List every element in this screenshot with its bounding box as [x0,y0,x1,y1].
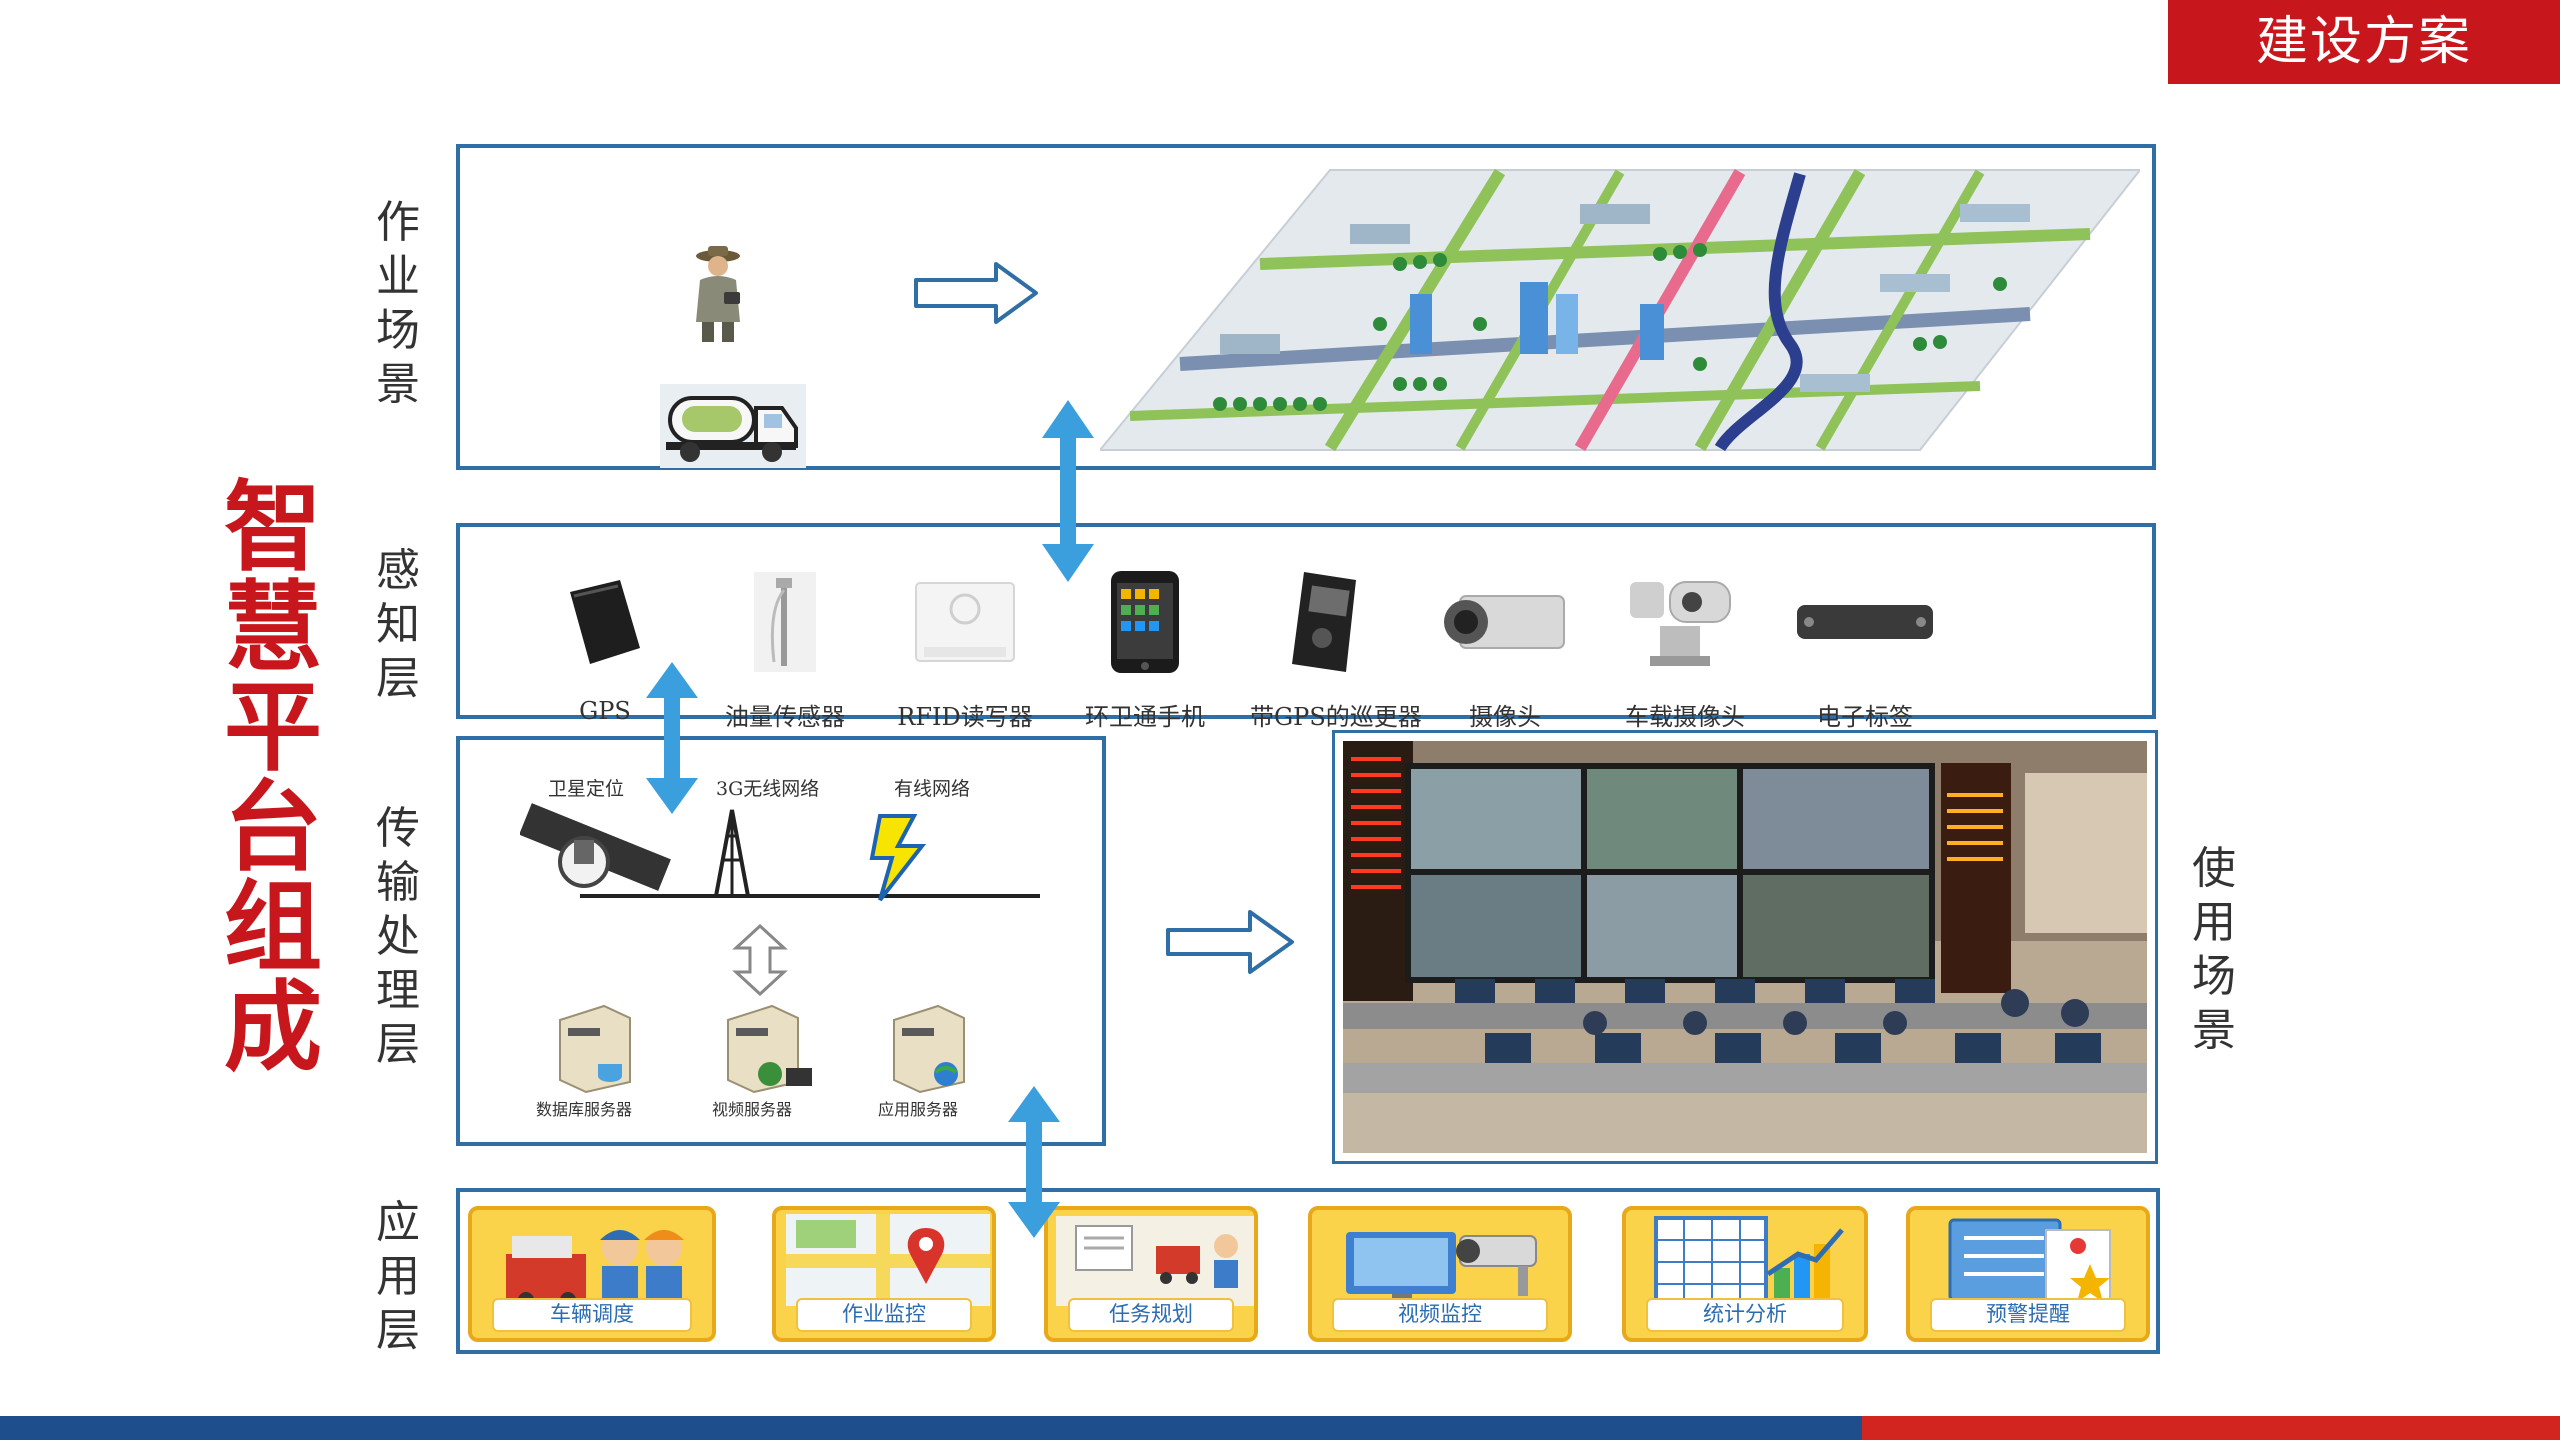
app-statistics[interactable]: 统计分析 [1622,1206,1868,1342]
camera-icon [1444,595,1565,649]
transmission-panel: 卫星定位 3G无线网络 有线网络 [456,736,1106,1146]
right-arrow-icon [1166,910,1294,974]
label-perception: 感 知 层 [376,545,420,704]
fuel-sensor-icon [754,572,816,672]
electronic-tag-icon [1797,605,1933,639]
network-illustration [520,803,1040,902]
server-label: 应用服务器 [878,1100,959,1119]
vehicle-camera-icon [1630,581,1731,666]
device-electronic-tag: 电子标签 [1790,567,1940,732]
footer-bar-blue [0,1416,1862,1440]
device-rfid-reader: RFID读写器 [890,567,1040,732]
app-video-monitor[interactable]: 视频监控 [1308,1206,1572,1342]
application-server-icon [893,1004,965,1094]
control-room-photo-frame [1332,730,2158,1164]
app-vehicle-dispatch[interactable]: 车辆调度 [468,1206,716,1342]
header-tag: 建设方案 [2168,0,2560,84]
app-label: 视频监控 [1332,1298,1548,1332]
patrol-device-icon [1292,572,1356,672]
device-label: 车载摄像头 [1625,703,1745,731]
server-label: 视频服务器 [712,1100,793,1119]
tower-icon [713,809,751,898]
label-work-scene: 作 业 场 景 [376,197,420,410]
app-label: 统计分析 [1646,1298,1844,1332]
wired-label: 有线网络 [894,778,971,800]
double-arrow-icon [1042,400,1094,582]
satellite-label: 卫星定位 [548,778,625,800]
main-title: 智慧平台组成 [223,471,322,1085]
video-monitor-icon [1346,1232,1537,1304]
app-label: 车辆调度 [492,1298,692,1332]
device-phone: 环卫通手机 [1070,567,1220,732]
device-label: GPS [579,697,631,725]
double-arrow-icon [1008,1086,1060,1238]
device-camera: 摄像头 [1430,567,1580,732]
double-arrow-icon [646,662,698,814]
perception-panel: GPS 油量传感器 RFID读写器 [456,523,2156,731]
app-label: 作业监控 [796,1298,972,1332]
app-label: 预警提醒 [1930,1298,2126,1332]
footer-bar-red [1862,1416,2560,1440]
app-work-monitor[interactable]: 作业监控 [772,1206,996,1342]
server-label: 数据库服务器 [536,1100,633,1119]
gps-device-icon [570,580,640,664]
sanitation-worker-icon [696,246,740,342]
alert-icon [1948,1218,2111,1305]
label-transmission: 传 输 处 理 层 [376,803,420,1070]
device-fuel-sensor: 油量传感器 [710,567,860,732]
app-label: 任务规划 [1068,1298,1234,1332]
device-patrol: 带GPS的巡更器 [1250,567,1422,732]
sanitation-truck-icon [660,384,806,468]
device-label: RFID读写器 [897,703,1033,731]
label-application: 应 用 层 [376,1197,420,1356]
database-server-icon [559,1004,631,1094]
app-alert[interactable]: 预警提醒 [1906,1206,2150,1342]
bidirectional-arrow-icon [732,924,788,996]
right-arrow-icon [914,262,1038,324]
app-task-planning[interactable]: 任务规划 [1044,1206,1258,1342]
device-label: 摄像头 [1469,703,1541,731]
phone-icon [1111,571,1179,673]
wireless-label: 3G无线网络 [716,778,820,800]
application-panel: 车辆调度 作业监控 任务规划 [456,1188,2160,1354]
work-scene-panel [456,144,2156,470]
device-label: 带GPS的巡更器 [1250,703,1422,731]
device-vehicle-camera: 车载摄像头 [1610,567,1760,732]
map-pin-icon [786,1214,990,1306]
video-server-icon [727,1004,812,1094]
device-label: 油量传感器 [725,703,845,731]
label-usage-scene: 使 用 场 景 [2192,843,2236,1056]
device-label: 电子标签 [1817,703,1913,731]
control-room-photo [1343,741,2147,1153]
dispatch-icon [506,1230,684,1308]
rfid-reader-icon [915,582,1015,662]
device-label: 环卫通手机 [1085,703,1205,731]
device-gps: GPS [530,567,680,725]
statistics-icon [1654,1216,1844,1306]
satellite-icon [520,803,671,891]
lightning-icon [869,814,927,902]
city-map-illustration [1100,168,2140,452]
task-plan-icon [1056,1216,1254,1306]
